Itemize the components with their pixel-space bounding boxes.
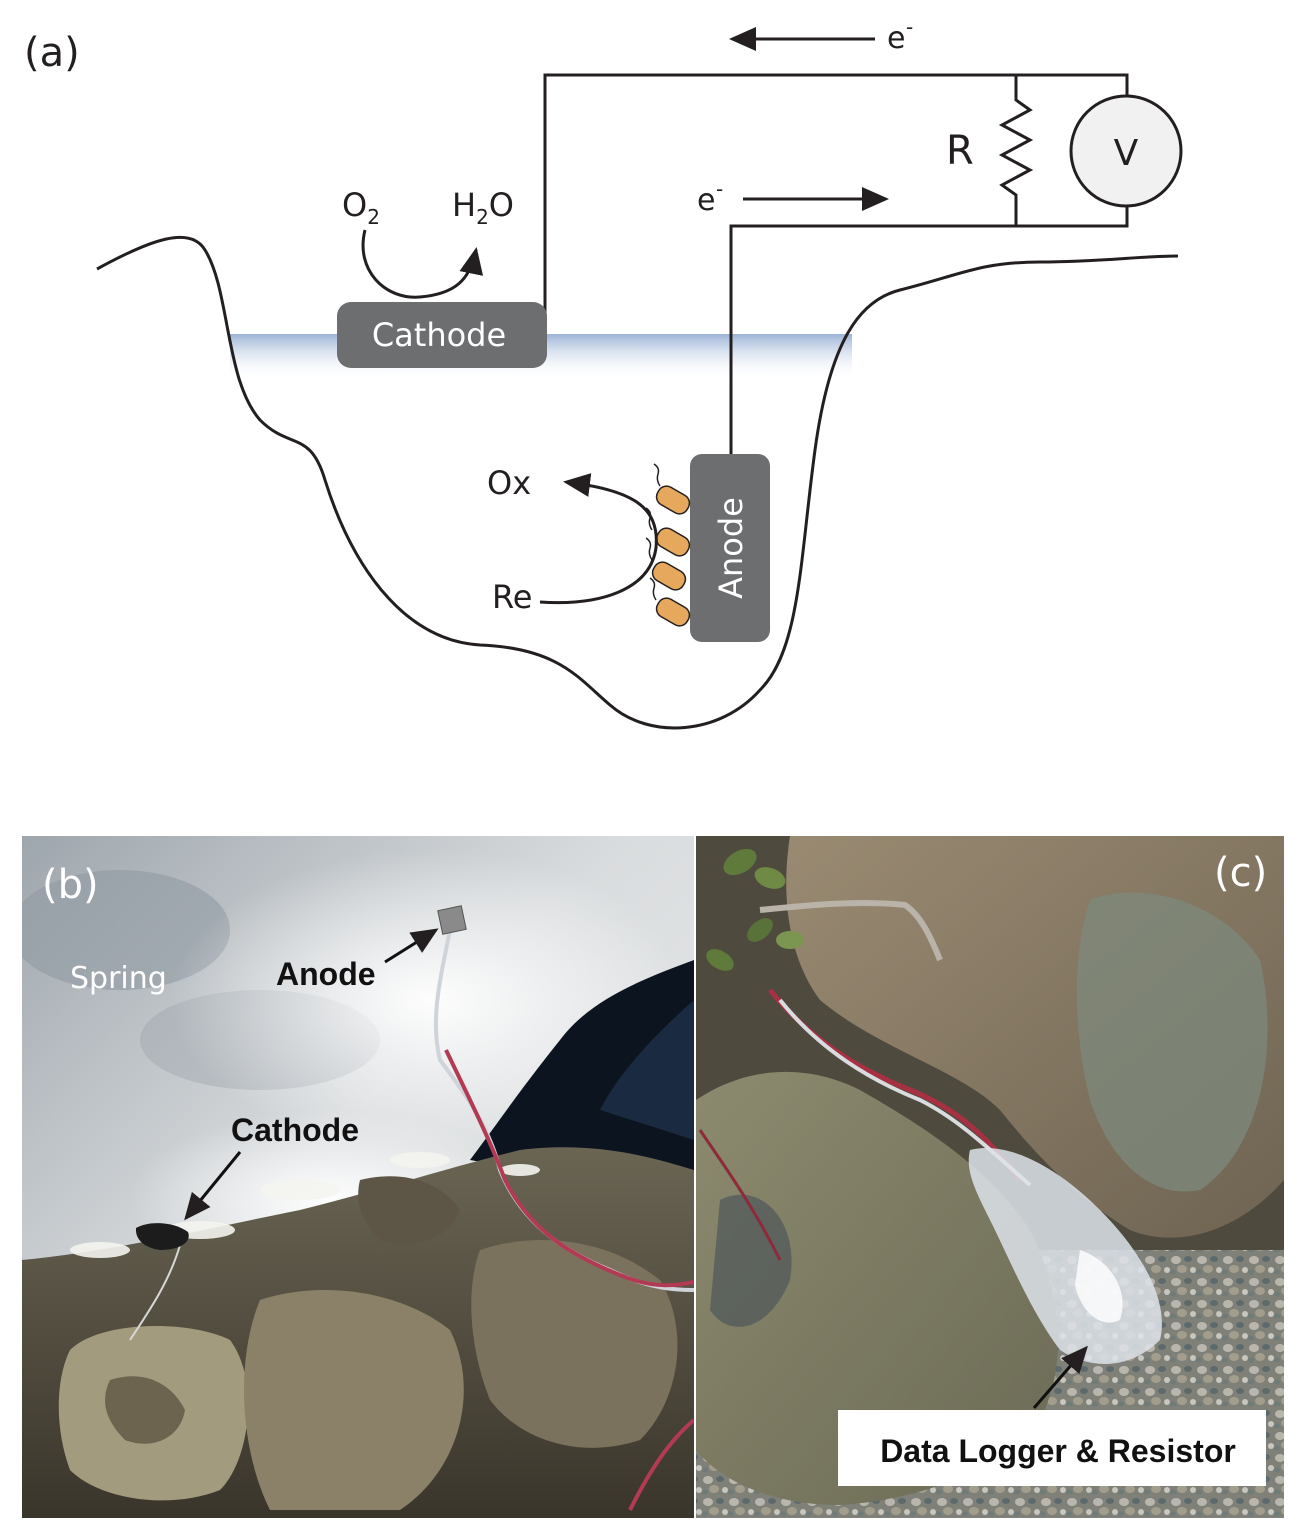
bacterium-icon — [645, 507, 691, 557]
voltmeter-circle — [1069, 94, 1183, 208]
oxidation-arrow — [539, 473, 658, 605]
voltmeter: V — [1069, 94, 1183, 208]
cathode-photo-label: Cathode — [231, 1112, 359, 1148]
h2o-label: H2O — [452, 186, 514, 229]
re-label: Re — [492, 578, 532, 616]
voltmeter-label: V — [1114, 133, 1139, 174]
rock — [105, 1376, 185, 1444]
caption-box — [838, 1410, 1266, 1486]
bag-highlight — [1075, 1250, 1123, 1323]
steam-patch — [22, 870, 230, 990]
resistor-label: R — [946, 128, 974, 174]
ox-label: Ox — [487, 464, 531, 502]
boulder-lower — [696, 1071, 1059, 1505]
dark-water — [470, 960, 694, 1200]
anode-photo-arrow — [384, 928, 439, 964]
data-logger-arrow — [1032, 1345, 1088, 1409]
anode-block — [690, 454, 770, 642]
cathode-cable — [129, 1244, 181, 1341]
circuit-wire-anode — [729, 205, 1129, 456]
anode-cable — [628, 1418, 694, 1511]
electron-label-top: e — [887, 21, 905, 56]
electron-sup-mid: - — [716, 177, 723, 201]
twig — [759, 899, 943, 962]
dark-water — [600, 1000, 694, 1140]
cathode-photo-arrow — [184, 1151, 242, 1221]
anode-electrode: Anode — [690, 454, 770, 642]
bacteria-cluster — [645, 463, 691, 627]
cathode-label: Cathode — [372, 316, 506, 354]
rock-shadow — [710, 1194, 792, 1327]
spring-label: Spring — [70, 961, 167, 996]
cathode-block — [337, 302, 547, 368]
oxygen-reduction-arrow — [361, 229, 484, 299]
panel-b-label: (b) — [42, 862, 99, 908]
photo-divider — [694, 836, 696, 1518]
bacterium-icon — [653, 463, 691, 515]
panel-c-label: (c) — [1214, 850, 1267, 896]
spring-basin-outline — [96, 235, 1179, 730]
foliage — [706, 848, 804, 971]
data-logger-caption: Data Logger & Resistor — [880, 1433, 1236, 1469]
bacterium-icon — [645, 537, 687, 591]
rock — [471, 1240, 678, 1448]
panel-a-label: (a) — [24, 30, 80, 76]
resistor-branch — [998, 75, 1034, 226]
circuit-wire-cathode — [543, 73, 1129, 318]
panel-b-photo: (b) Spring Anode Cathode — [22, 836, 694, 1518]
o2-label: O2 — [342, 186, 380, 229]
panel-a-schematic: (a) V R e - e - O2 H2O C — [24, 15, 1183, 730]
anode-label: Anode — [712, 497, 750, 599]
cathode-photo — [135, 1223, 189, 1250]
rock — [243, 1290, 464, 1510]
anode-photo — [437, 905, 467, 935]
rock — [358, 1176, 460, 1244]
cathode-electrode: Cathode — [337, 302, 547, 368]
anode-photo-label: Anode — [276, 956, 376, 992]
panel-c-photo: (c) Data Logger & Resistor — [696, 836, 1284, 1518]
bacterium-icon — [649, 577, 691, 627]
boulder-face — [1076, 892, 1268, 1192]
anode-cable — [444, 1049, 694, 1288]
logger-cable — [698, 1129, 782, 1261]
electron-sup-top: - — [906, 15, 913, 39]
electron-label-mid: e — [697, 183, 715, 218]
